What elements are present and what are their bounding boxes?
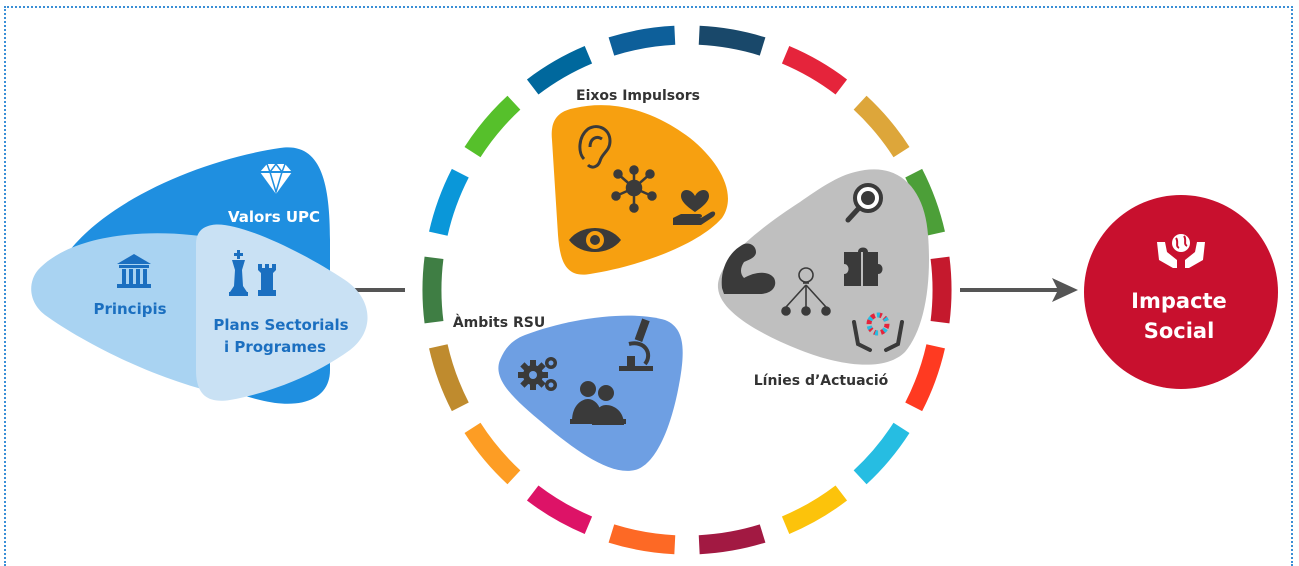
- principis-shape: [31, 233, 250, 395]
- ring-segment: [608, 25, 676, 56]
- diamond-icon: [260, 162, 292, 195]
- ring-segment: [464, 422, 521, 485]
- plans-shape: [196, 224, 368, 401]
- impact-label-line2: Social: [1144, 319, 1215, 343]
- ring-segment: [464, 95, 521, 158]
- muscle-icon: [721, 243, 776, 294]
- chess-icon: [229, 250, 276, 296]
- ring-segment: [526, 485, 593, 534]
- ring-segment: [930, 256, 952, 324]
- impact-group: Impacte Social: [1084, 195, 1278, 389]
- ring-segment: [905, 344, 945, 412]
- ring-segment: [422, 256, 444, 324]
- globe-search-icon: [845, 183, 883, 223]
- ring-segment: [781, 46, 848, 95]
- left-group: Valors UPC Principis Plans Sectorials i …: [31, 147, 368, 404]
- ring-segment: [905, 168, 945, 236]
- linies-shape: [717, 169, 930, 365]
- heart-hand-icon: [673, 190, 716, 225]
- ring-segment: [526, 46, 593, 95]
- ambits-group: Àmbits RSU: [453, 314, 683, 471]
- valors-label: Valors UPC: [228, 208, 320, 226]
- impact-label-line1: Impacte: [1131, 289, 1227, 313]
- eixos-label: Eixos Impulsors: [576, 88, 700, 104]
- linies-group: Línies d’Actuació: [717, 169, 930, 389]
- ring-segment: [853, 95, 910, 158]
- ring-segment: [429, 344, 469, 412]
- linies-label: Línies d’Actuació: [754, 373, 889, 389]
- microscope-icon: [619, 318, 653, 371]
- lightbulb-icon: [781, 267, 831, 316]
- ring-segment: [429, 168, 469, 236]
- bank-icon: [117, 254, 151, 288]
- ambits-label: Àmbits RSU: [453, 314, 545, 331]
- impact-circle: [1084, 195, 1278, 389]
- eixos-group: Eixos Impulsors: [551, 88, 728, 275]
- ring-segment: [698, 25, 766, 56]
- puzzle-icon: [844, 247, 883, 286]
- network-icon: [611, 165, 657, 213]
- sdg-color-ring: [422, 25, 952, 555]
- hands-sdg-icon: [852, 312, 904, 352]
- ear-icon: [578, 125, 612, 169]
- ring-segment: [608, 524, 676, 555]
- hands-globe-icon: [1157, 234, 1205, 268]
- ring-segment: [781, 485, 848, 534]
- gears-icon: [518, 357, 557, 391]
- ring-segment: [853, 422, 910, 485]
- students-icon: [570, 381, 626, 425]
- arrow-icon: [960, 278, 1078, 302]
- eye-icon: [569, 228, 621, 252]
- plans-label-line1: Plans Sectorials: [213, 316, 348, 334]
- dotted-frame: [4, 6, 1293, 566]
- plans-label-line2: i Programes: [224, 338, 326, 356]
- ring-segment: [698, 524, 766, 555]
- principis-label: Principis: [93, 300, 166, 318]
